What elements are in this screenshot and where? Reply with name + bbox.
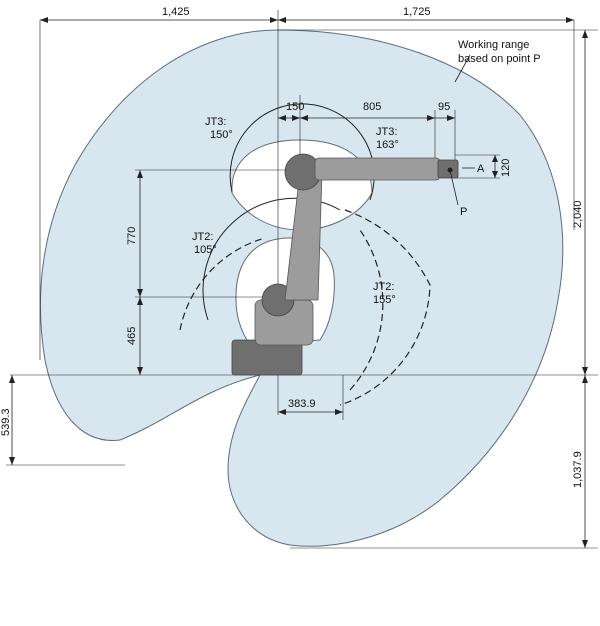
robot-arm	[231, 153, 459, 376]
jt3-right-name: JT3:	[376, 126, 397, 138]
dim-383-label: 383.9	[288, 398, 316, 410]
point-a-label: A	[477, 163, 485, 175]
jt2-right-angle: 155°	[373, 294, 396, 306]
dim-150-label: 150	[286, 101, 304, 113]
point-p-label: P	[460, 206, 467, 218]
arrow-fa-5	[447, 115, 455, 121]
arrow-bo-left	[278, 409, 286, 415]
jt2-outer-dashed-arc	[339, 209, 431, 406]
arrow-down-top	[582, 375, 588, 383]
dim-2040-label: 2,040	[572, 200, 584, 228]
working-range-label-1: Working range	[458, 39, 529, 51]
arrow-right-top	[566, 17, 574, 23]
arrow-left-top	[40, 17, 48, 23]
point-p-leader	[449, 169, 459, 206]
robot-forearm	[314, 157, 441, 181]
arrow-bo-right	[335, 409, 343, 415]
arrow-ua-top	[137, 170, 143, 178]
jt3-left-angle: 150°	[210, 129, 233, 141]
arrow-mid-left	[270, 17, 278, 23]
jt2-left-name: JT2:	[192, 231, 213, 243]
arrow-fa-4	[427, 115, 435, 121]
dim-right-width-label: 1,725	[403, 6, 431, 18]
arrow-up-bottom	[582, 367, 588, 375]
jt3-right-angle: 163°	[376, 139, 399, 151]
point-p-marker	[447, 167, 453, 173]
arrow-sh-top	[137, 297, 143, 305]
jt2-right-dashed-arc	[349, 229, 384, 391]
arrow-ua-bottom	[137, 289, 143, 297]
jt3-left-name: JT3:	[205, 116, 226, 128]
arrow-wh-top	[492, 155, 498, 162]
arrow-fa-2	[292, 115, 300, 121]
dim-1037-label: 1,037.9	[572, 451, 584, 488]
jt2-left-angle: 105°	[194, 244, 217, 256]
arrow-down-bottom	[582, 540, 588, 548]
dim-539-label: 539.3	[0, 408, 12, 436]
arrow-fa-1	[278, 115, 286, 121]
arrow-ll-bottom	[9, 457, 15, 465]
dim-770-label: 770	[126, 227, 138, 245]
arrow-ll-top	[9, 375, 15, 383]
working-range-label-2: based on point P	[458, 53, 541, 65]
dim-805-label: 805	[363, 101, 381, 113]
dim-left-width-label: 1,425	[162, 6, 190, 18]
dim-95-label: 95	[438, 101, 450, 113]
dim-120-label: 120	[500, 159, 512, 177]
arrow-mid-right	[278, 17, 286, 23]
arrow-fa-3	[300, 115, 308, 121]
working-range-leader	[454, 54, 471, 83]
arrow-wh-bottom	[492, 171, 498, 178]
jt2-left-dashed-arc	[179, 237, 266, 331]
arrow-sh-bottom	[137, 367, 143, 375]
arrow-up-top	[582, 30, 588, 38]
dim-465-label: 465	[126, 327, 138, 345]
jt2-right-name: JT2:	[373, 281, 394, 293]
